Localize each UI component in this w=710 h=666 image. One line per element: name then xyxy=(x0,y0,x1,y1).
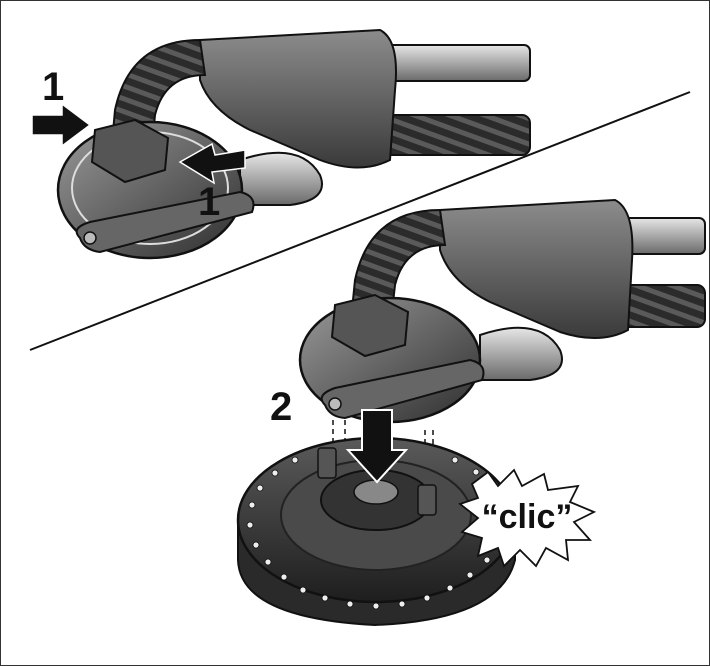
top-push-arrow-left xyxy=(31,102,92,148)
top-sander-head xyxy=(31,28,531,260)
bottom-lever-pivot xyxy=(328,397,342,411)
top-lever-pivot xyxy=(83,231,97,245)
bottom-hex-connector xyxy=(330,293,410,358)
callout-step1-top: 1 xyxy=(42,65,64,109)
callout-step2: 2 xyxy=(270,385,292,429)
pad-center-boss xyxy=(353,479,399,505)
top-hex-connector xyxy=(90,118,170,184)
pad-clip-left xyxy=(317,447,337,479)
top-push-arrow-right xyxy=(178,142,246,185)
top-lower-hose xyxy=(369,114,531,156)
top-motor-body xyxy=(199,28,397,169)
top-elbow-pipe xyxy=(239,151,323,206)
sound-label: “clic” xyxy=(482,498,573,536)
attach-down-arrow xyxy=(345,409,409,484)
bottom-release-lever xyxy=(320,358,485,420)
sanding-pad xyxy=(236,436,516,627)
bottom-elbow-pipe xyxy=(479,326,563,381)
callout-step1-bottom: 1 xyxy=(198,180,220,224)
bottom-motor-body xyxy=(439,198,634,340)
top-release-lever xyxy=(75,190,255,254)
pad-clip-right xyxy=(417,484,437,516)
pad-extraction-holes xyxy=(246,456,496,610)
click-sound-burst: “clic” xyxy=(458,468,597,568)
bottom-sander-head xyxy=(298,198,706,424)
divider-line xyxy=(29,91,691,351)
